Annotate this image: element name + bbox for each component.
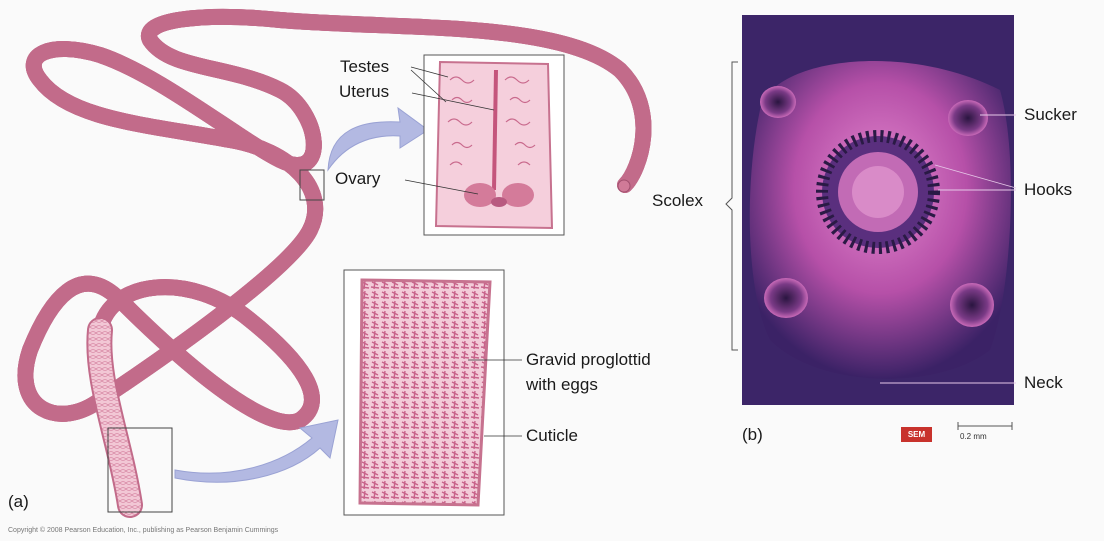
sucker-bottom-right bbox=[950, 283, 994, 327]
scolex-micrograph bbox=[742, 15, 1016, 405]
label-gravid-line2: with eggs bbox=[526, 375, 598, 395]
copyright-notice: Copyright © 2008 Pearson Education, Inc.… bbox=[8, 527, 278, 534]
mature-proglottid-panel bbox=[405, 55, 564, 235]
gravid-proglottid-panel bbox=[344, 270, 522, 515]
zoom-arrow-bottom bbox=[175, 420, 338, 482]
label-testes: Testes bbox=[340, 57, 389, 77]
panel-label-a: (a) bbox=[8, 492, 29, 512]
label-hooks: Hooks bbox=[1024, 180, 1072, 200]
sem-badge: SEM bbox=[901, 427, 932, 442]
panel-label-b: (b) bbox=[742, 425, 763, 445]
label-scolex: Scolex bbox=[652, 191, 703, 211]
label-uterus: Uterus bbox=[339, 82, 389, 102]
sucker-bottom-left bbox=[764, 278, 808, 318]
label-ovary: Ovary bbox=[335, 169, 380, 189]
sucker-top-right bbox=[948, 100, 988, 136]
label-neck: Neck bbox=[1024, 373, 1063, 393]
scale-bar-label: 0.2 mm bbox=[960, 432, 987, 441]
sucker-top-left bbox=[760, 86, 796, 118]
scolex-bracket bbox=[726, 62, 738, 350]
zoom-arrow-top bbox=[328, 108, 428, 170]
label-cuticle: Cuticle bbox=[526, 426, 578, 446]
label-gravid-line1: Gravid proglottid bbox=[526, 350, 651, 370]
label-sucker: Sucker bbox=[1024, 105, 1077, 125]
